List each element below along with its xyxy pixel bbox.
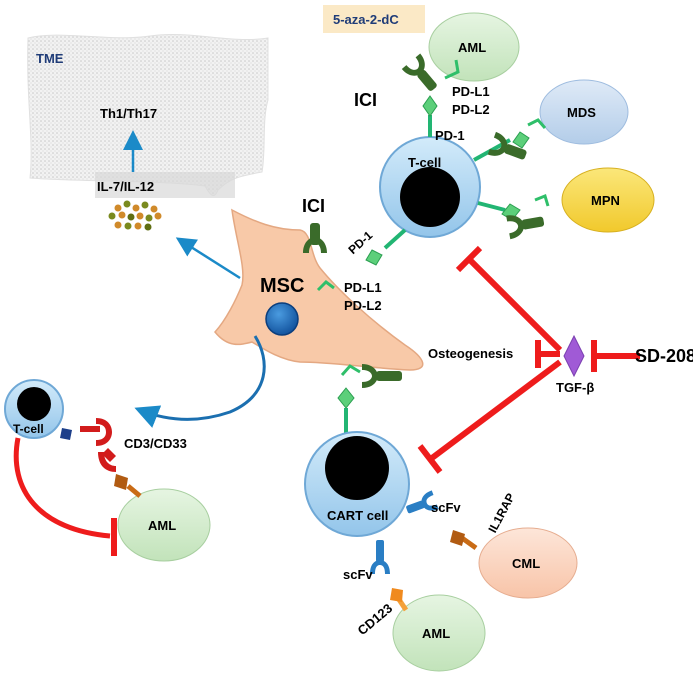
- il1rap-label: IL1RAP: [485, 491, 517, 535]
- cml-cell: [478, 527, 578, 599]
- ici-mid-label: ICI: [302, 196, 325, 216]
- mpn-label: MPN: [591, 193, 620, 208]
- tme-label: TME: [36, 51, 64, 66]
- cd3cd33-label: CD3/CD33: [124, 436, 187, 451]
- pdl-ligands: [316, 59, 550, 376]
- scfv-left-label: scFv: [343, 567, 373, 582]
- pdl1-top-label: PD-L1: [452, 84, 490, 99]
- aml-left-cell: [117, 488, 211, 562]
- msc-to-tme-arrow: [175, 237, 241, 280]
- cd123-label: CD123: [355, 601, 396, 639]
- il-label: IL-7/IL-12: [97, 179, 154, 194]
- drug-label: 5-aza-2-dC: [333, 12, 399, 27]
- tgf-to-cart-line: [430, 359, 562, 461]
- msc-nucleus: [265, 302, 299, 336]
- scfv-right-label: scFv: [431, 500, 461, 515]
- tgf-label: TGF-β: [556, 380, 594, 395]
- ici-top-label: ICI: [354, 90, 377, 110]
- tgf-to-tcell-line: [467, 257, 563, 353]
- aml-top-label: AML: [458, 40, 486, 55]
- osteogenesis-label: Osteogenesis: [428, 346, 513, 361]
- drug-box: [323, 5, 425, 33]
- cd3cd33-bispecific: [80, 418, 116, 472]
- aml-top-cell: [428, 12, 520, 82]
- scfv-receptors: [370, 490, 439, 574]
- tcell-left-label: T-cell: [13, 422, 44, 436]
- cytokine-cluster: [108, 200, 162, 231]
- mds-label: MDS: [567, 105, 596, 120]
- tcell-left-inhibit-line: [13, 437, 111, 539]
- cart-label: CART cell: [327, 508, 388, 523]
- tgf-to-tcell-bar: [455, 245, 483, 273]
- th-label: Th1/Th17: [100, 106, 157, 121]
- tme-region: [27, 33, 269, 198]
- aml-bottom-cell: [392, 594, 486, 672]
- mds-cell: [539, 79, 629, 145]
- il1rap-marker: [450, 530, 478, 551]
- pdl2-top-label: PD-L2: [452, 102, 490, 117]
- cd33-marker: [114, 474, 142, 498]
- tcell-top: [379, 136, 481, 238]
- msc-label: MSC: [260, 275, 304, 297]
- tgf-to-cart-bar: [417, 444, 443, 474]
- tcell-left: [4, 379, 72, 440]
- aml-bottom-label: AML: [422, 626, 450, 641]
- cml-label: CML: [512, 556, 540, 571]
- sd208-label: SD-208: [635, 346, 693, 366]
- pd1-top-label: PD-1: [435, 128, 465, 143]
- mpn-cell: [561, 167, 655, 233]
- ici-receptors: [303, 53, 545, 388]
- tcell-top-label: T-cell: [408, 155, 441, 170]
- aml-left-label: AML: [148, 518, 176, 533]
- pd1-diamonds-top: [365, 95, 530, 266]
- tgf-beta-node: [563, 334, 585, 378]
- msc-to-tcell-arrow: [134, 335, 266, 428]
- pdl1-msc-label: PD-L1: [344, 280, 382, 295]
- pdl2-msc-label: PD-L2: [344, 298, 382, 313]
- cart-cell: [304, 387, 410, 537]
- cd123-marker: [390, 588, 409, 612]
